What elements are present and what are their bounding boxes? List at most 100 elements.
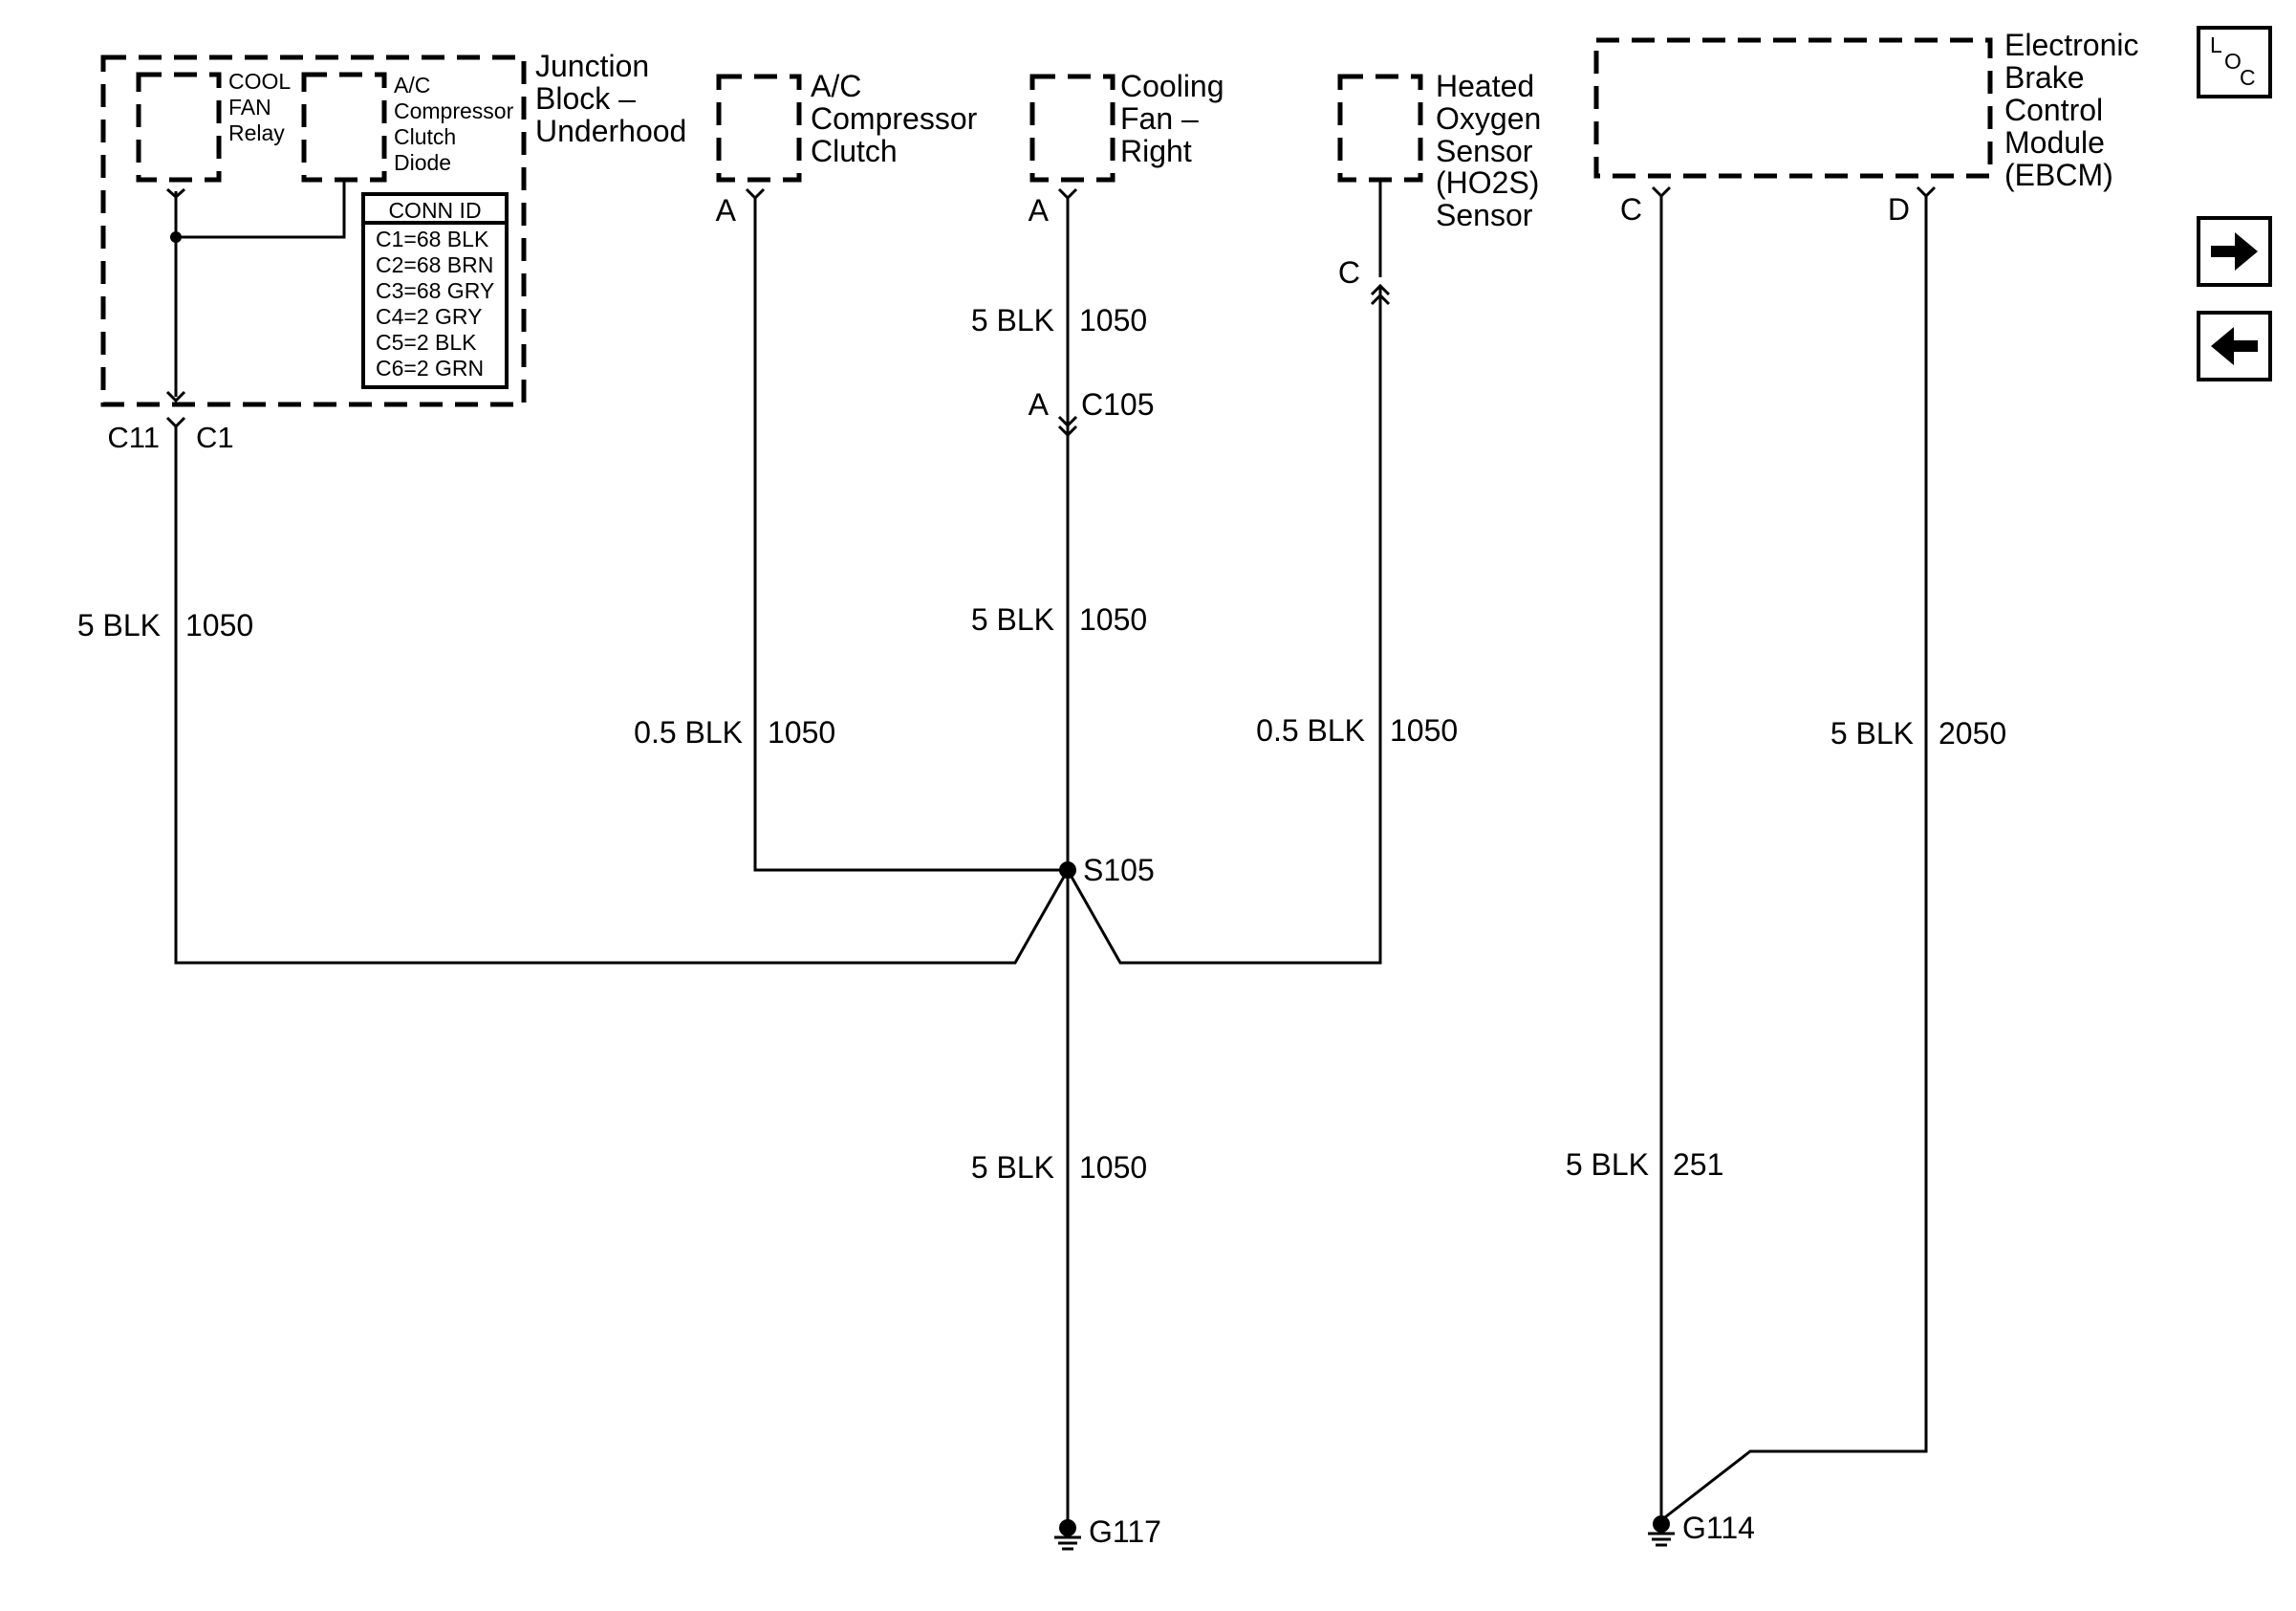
ebcm-pin-d: [1916, 185, 1937, 199]
conn-id-border: [361, 192, 509, 389]
cool-fan-relay-outline: [136, 72, 222, 183]
g114-dot: [1653, 1515, 1670, 1533]
ebcm-label-5: (EBCM): [2004, 158, 2113, 192]
g117-dot: [1059, 1519, 1076, 1536]
back-button-frame: [2197, 311, 2272, 381]
ebcm-pin-d-label: D: [1888, 192, 1910, 227]
g117-label: G117: [1089, 1514, 1161, 1549]
location-button-frame: [2197, 26, 2272, 98]
junction-block-label-3: Underhood: [535, 114, 686, 148]
cool-fan-relay: COOL FAN Relay: [136, 69, 291, 183]
wire-ac-to-s105: [753, 198, 1068, 872]
junction-block-label-2: Block –: [535, 81, 636, 116]
g114-label: G114: [1682, 1511, 1755, 1545]
jb-connector-c1: C1: [196, 421, 234, 454]
ac-clutch-pin: [745, 187, 766, 201]
arrow-right-icon: [2211, 232, 2258, 271]
ac-clutch-label-1: A/C: [811, 69, 861, 103]
wire-ho2s-gauge: 0.5 BLK: [1256, 713, 1365, 748]
junction-block: Junction Block – Underhood: [100, 49, 686, 407]
wire-ebcm-d-circuit: 2050: [1939, 716, 2006, 751]
ebcm-outline: [1593, 37, 1993, 179]
jb-internal-wire-diode: [176, 180, 346, 239]
junction-block-label-1: Junction: [535, 49, 649, 83]
ac-clutch-label-3: Clutch: [811, 134, 898, 168]
ho2s-pin-label: C: [1338, 255, 1360, 290]
forward-button[interactable]: [2197, 216, 2272, 287]
cooling-fan-pin-label: A: [1029, 193, 1050, 228]
ebcm-label-1: Electronic: [2004, 28, 2139, 62]
jb-connector-c11: C11: [107, 421, 160, 454]
conn-id-row-2: C2=68 BRN: [376, 252, 493, 277]
cool-fan-relay-pin: [166, 187, 185, 200]
wire-fan-upper-circuit: 1050: [1079, 303, 1147, 337]
wire-ebcm-d-gauge: 5 BLK: [1830, 716, 1914, 751]
cool-fan-relay-label-2: FAN: [228, 95, 271, 120]
conn-id-row-4: C4=2 GRY: [376, 304, 482, 329]
conn-id-row-1: C1=68 BLK: [376, 227, 489, 251]
ho2s-label-4: (HO2S): [1436, 165, 1539, 200]
ac-diode-label-2: Compressor: [394, 98, 514, 123]
back-button[interactable]: [2197, 311, 2272, 381]
cooling-fan-label-3: Right: [1120, 134, 1192, 168]
c105-label: C105: [1081, 387, 1155, 422]
wire-jb-to-s105: [174, 426, 1070, 965]
location-button-letter-l: L: [2210, 33, 2222, 57]
wire-jb-circuit: 1050: [185, 608, 253, 642]
junction-block-outline: [100, 54, 527, 407]
conn-id-row-3: C3=68 GRY: [376, 278, 494, 303]
location-button[interactable]: L O C: [2197, 26, 2272, 98]
wire-fan-lower-circuit: 1050: [1079, 1150, 1147, 1185]
ebcm-pin-c-label: C: [1620, 192, 1642, 227]
ac-diode-label-4: Diode: [394, 150, 451, 175]
jb-internal-junction-dot: [170, 231, 182, 243]
c105-connector-pin-1: [1057, 415, 1078, 428]
location-button-letter-c: C: [2240, 65, 2256, 90]
forward-button-frame: [2197, 216, 2272, 287]
ground-g114: G114: [1648, 1511, 1755, 1547]
jb-connector-pin: [165, 416, 186, 429]
ac-clutch-outline: [716, 74, 802, 183]
cooling-fan-label-2: Fan –: [1120, 101, 1199, 136]
ac-diode-outline: [301, 72, 387, 183]
cooling-fan-right: Cooling Fan – Right: [1029, 69, 1224, 183]
ebcm: Electronic Brake Control Module (EBCM): [1593, 28, 2139, 192]
ebcm-label-3: Control: [2004, 93, 2103, 127]
wire-fan-lower-gauge: 5 BLK: [971, 1150, 1054, 1185]
cooling-fan-label-1: Cooling: [1120, 69, 1224, 103]
wire-jb-gauge: 5 BLK: [77, 608, 161, 642]
s105-label: S105: [1083, 853, 1155, 887]
jb-internal-arrow: [165, 390, 186, 403]
wire-ebcm-c-circuit: 251: [1673, 1147, 1723, 1182]
ebcm-label-4: Module: [2004, 125, 2105, 160]
wire-fan-upper-gauge: 5 BLK: [971, 303, 1054, 337]
arrow-left-icon: [2211, 327, 2258, 365]
cool-fan-relay-label-3: Relay: [228, 120, 285, 145]
heated-oxygen-sensor: Heated Oxygen Sensor (HO2S) Sensor: [1337, 69, 1541, 232]
ac-clutch-pin-label: A: [716, 193, 737, 228]
ac-diode-label-1: A/C: [394, 73, 430, 98]
wire-ebcm-c-gauge: 5 BLK: [1566, 1147, 1649, 1182]
ho2s-outline: [1337, 74, 1423, 183]
ground-g117: G117: [1054, 1514, 1161, 1551]
ac-diode-label-3: Clutch: [394, 124, 456, 149]
wire-ho2s-to-s105: [1066, 286, 1382, 965]
ac-clutch-label-2: Compressor: [811, 101, 978, 136]
cooling-fan-outline: [1029, 74, 1116, 183]
ac-compressor-clutch-diode: A/C Compressor Clutch Diode: [301, 72, 514, 183]
ho2s-label-3: Sensor: [1436, 134, 1533, 168]
c105-connector-pin-2: [1057, 425, 1078, 438]
ac-compressor-clutch: A/C Compressor Clutch: [716, 69, 978, 183]
wire-ho2s-circuit: 1050: [1390, 713, 1458, 748]
conn-id-table: CONN ID C1=68 BLK C2=68 BRN C3=68 GRY C4…: [361, 192, 509, 389]
conn-id-title: CONN ID: [388, 198, 481, 223]
conn-id-row-6: C6=2 GRN: [376, 356, 484, 381]
ho2s-label-1: Heated: [1436, 69, 1534, 103]
ebcm-pin-c: [1651, 185, 1672, 199]
wire-ebcm-d-to-ground: [1660, 196, 1928, 1522]
wire-fan-mid-circuit: 1050: [1079, 602, 1147, 637]
wire-ac-circuit: 1050: [768, 715, 835, 750]
location-button-letter-o: O: [2224, 49, 2242, 74]
wire-ac-gauge: 0.5 BLK: [634, 715, 743, 750]
c105-pin-label: A: [1029, 387, 1050, 422]
